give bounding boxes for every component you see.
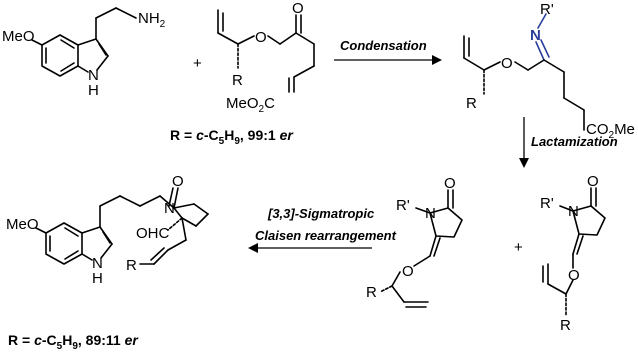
product-r-label: R xyxy=(126,257,137,274)
lactam-structure-a: O N R' O R xyxy=(366,175,463,308)
ether-o-label: O xyxy=(255,29,267,46)
condensation-arrow xyxy=(334,55,442,65)
ester-label: MeO2C xyxy=(226,95,275,115)
product-indole-n-label: N xyxy=(92,255,103,272)
imine-ester-label: CO2Me xyxy=(586,121,635,141)
indole-h-label: H xyxy=(88,82,99,99)
lactam-b-ether-o-label: O xyxy=(568,267,580,284)
plus-sign-2: + xyxy=(514,239,523,256)
lactam-a-n-label: N xyxy=(425,205,436,222)
imine-r-prime-label: R' xyxy=(540,1,554,18)
imine-structure: N R' O R CO2Me xyxy=(463,1,635,141)
lactam-b-r-label: R xyxy=(560,317,571,334)
methoxy-label: MeO xyxy=(2,28,35,45)
imine-r-label: R xyxy=(466,95,477,112)
lactam-a-ether-o-label: O xyxy=(402,263,414,280)
indole-n-label: N xyxy=(88,67,99,84)
product-aldehyde-label: OHC xyxy=(136,225,170,242)
lactamization-arrow xyxy=(519,117,529,168)
ketone-o-label: O xyxy=(292,0,304,17)
lactam-b-o-label: O xyxy=(587,173,599,190)
product-methoxy-label: MeO xyxy=(6,216,39,233)
product-lactam-n-label: N xyxy=(164,200,175,217)
lactam-structure-b: O N R' O R xyxy=(540,173,606,334)
lactam-b-n-label: N xyxy=(568,203,579,220)
imine-n-label: N xyxy=(530,27,541,44)
product-lactam-o-label: O xyxy=(172,173,184,190)
claisen-label: Claisen rearrangement xyxy=(255,228,397,243)
ketoester-structure: O O R MeO2C xyxy=(217,0,315,115)
product-structure: MeO N H O N OHC R xyxy=(6,173,209,287)
bottom-condition-label: R = c-C5H9, 89:11 er xyxy=(8,332,139,352)
lactam-a-r-label: R xyxy=(366,284,377,301)
lactam-a-o-label: O xyxy=(444,175,456,192)
condensation-label: Condensation xyxy=(340,38,427,53)
sigmatropic-label: [3,3]-Sigmatropic xyxy=(267,206,375,221)
tryptamine-structure: MeO N H NH2 xyxy=(2,7,166,99)
lactam-a-r-prime-label: R' xyxy=(396,197,410,214)
top-condition-label: R = c-C5H9, 99:1 er xyxy=(170,127,294,147)
r-group-label: R xyxy=(232,72,243,89)
product-indole-h-label: H xyxy=(92,270,103,287)
lactamization-label: Lactamization xyxy=(531,134,618,149)
imine-ether-o-label: O xyxy=(501,55,513,72)
amine-label: NH2 xyxy=(138,10,166,30)
lactam-b-r-prime-label: R' xyxy=(540,195,554,212)
plus-sign-1: + xyxy=(193,55,202,72)
sigmatropic-arrow xyxy=(248,243,372,253)
